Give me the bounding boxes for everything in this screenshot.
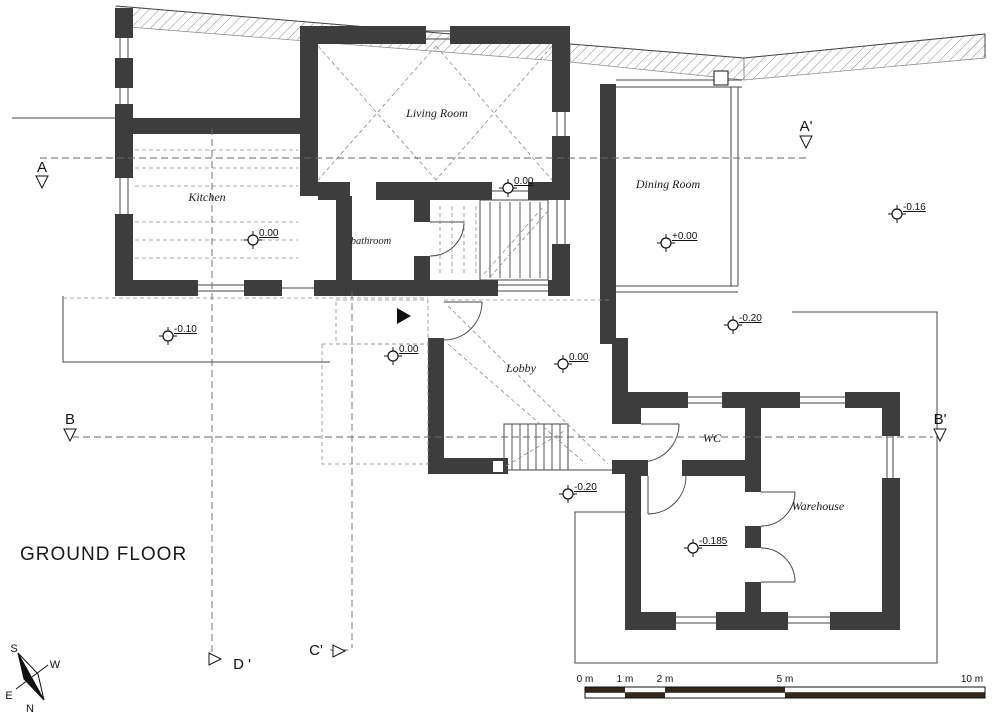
compass-e: E	[5, 690, 12, 702]
elevation-marker: -0.185	[684, 536, 728, 557]
section-markers: A A' B B' C' D '	[35, 118, 947, 673]
section-marker-a-prime: A'	[799, 118, 813, 150]
svg-text:-0.185: -0.185	[699, 536, 728, 547]
elevation-marker: 0.00	[554, 352, 589, 373]
svg-text:5 m: 5 m	[777, 674, 794, 685]
door-warehouse-lower	[760, 547, 796, 583]
svg-text:-0.20: -0.20	[574, 482, 597, 493]
svg-text:2 m: 2 m	[657, 674, 674, 685]
section-marker-c-prime: C'	[309, 642, 347, 659]
site-boundary-lines	[12, 117, 938, 664]
elevation-marker: 0.00	[384, 344, 419, 365]
section-marker-b-prime: B'	[933, 411, 947, 443]
elevation-marker: -0.20	[724, 313, 762, 334]
svg-text:0.00: 0.00	[259, 228, 279, 239]
scale-bar: 0 m 1 m 2 m 5 m 10 m	[577, 674, 986, 699]
compass-w: W	[50, 659, 61, 671]
room-label-bathroom: bathroom	[351, 236, 392, 247]
section-marker-a: A	[35, 159, 49, 190]
svg-text:0.00: 0.00	[514, 176, 534, 187]
compass-s: S	[10, 643, 17, 655]
room-label-dining-room: Dining Room	[635, 177, 701, 191]
elevation-marker: -0.16	[888, 202, 926, 223]
walls	[115, 8, 900, 630]
svg-text:0 m: 0 m	[577, 674, 594, 685]
svg-text:1 m: 1 m	[617, 674, 634, 685]
room-label-kitchen: Kitchen	[187, 190, 225, 204]
door-bathroom	[429, 221, 465, 257]
elevation-marker: 0.00	[244, 228, 279, 249]
door-wc	[640, 423, 680, 463]
elevation-marker: +0.00	[657, 231, 698, 252]
entrance-arrow-icon	[397, 308, 411, 324]
doors	[397, 221, 796, 583]
elevation-marker: 0.00	[499, 176, 534, 197]
door-entrance	[443, 301, 483, 341]
svg-text:0.00: 0.00	[569, 352, 589, 363]
svg-text:A: A	[37, 159, 47, 176]
page-title: GROUND FLOOR	[20, 544, 187, 565]
svg-text:10 m: 10 m	[961, 674, 983, 685]
north-arrow-icon: S W E N	[5, 643, 60, 713]
svg-text:D ': D '	[233, 656, 251, 673]
elevation-markers: 0.00 0.00 +0.00 -0.16 -0.10 0.00 0.00 -	[159, 176, 926, 557]
stairs-lobby	[503, 423, 612, 471]
svg-text:-0.20: -0.20	[739, 313, 762, 324]
pillar	[713, 70, 729, 86]
section-lines	[40, 128, 933, 652]
room-label-warehouse: Warehouse	[792, 499, 845, 513]
windows	[119, 30, 894, 624]
svg-text:-0.16: -0.16	[903, 202, 926, 213]
section-marker-b: B	[63, 411, 77, 443]
elevation-marker: -0.20	[559, 482, 597, 503]
door-storage-room	[647, 475, 687, 515]
svg-text:+0.00: +0.00	[672, 231, 698, 242]
svg-text:A': A'	[800, 118, 813, 135]
svg-text:-0.10: -0.10	[174, 324, 197, 335]
room-label-lobby: Lobby	[505, 361, 537, 375]
compass-n: N	[26, 703, 34, 713]
svg-text:B: B	[65, 411, 75, 428]
svg-text:B': B'	[934, 411, 947, 428]
door-warehouse-upper	[760, 491, 796, 527]
stairs-main	[439, 199, 549, 281]
svg-text:C': C'	[309, 642, 323, 659]
glazed-walls	[616, 70, 742, 293]
room-label-living-room: Living Room	[405, 106, 468, 120]
elevation-marker: -0.10	[159, 324, 197, 345]
room-labels: Living Room Kitchen bathroom Dining Room…	[187, 106, 845, 513]
room-label-wc: WC	[703, 431, 722, 445]
section-marker-d-prime: D '	[208, 652, 251, 673]
svg-text:0.00: 0.00	[399, 344, 419, 355]
